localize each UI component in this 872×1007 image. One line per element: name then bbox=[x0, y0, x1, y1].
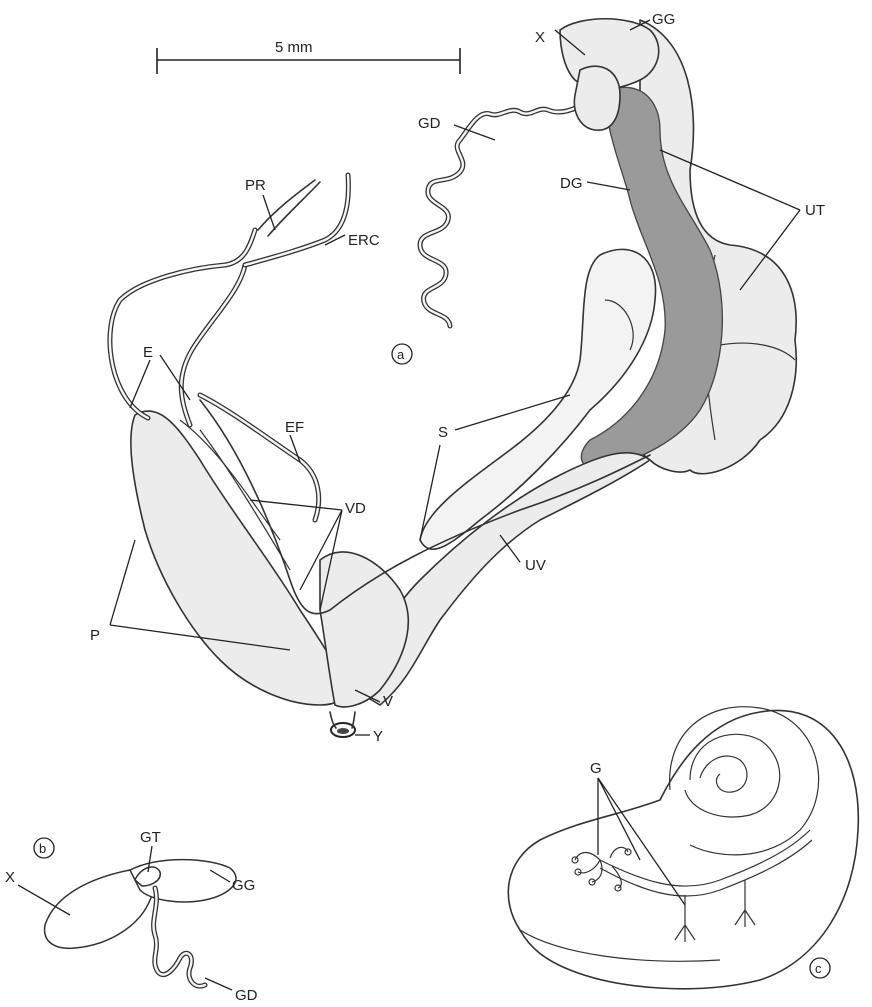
label-dg: DG bbox=[560, 175, 583, 192]
label-pr: PR bbox=[245, 177, 266, 194]
label-x: X bbox=[535, 29, 545, 46]
panel-b-label-gg: GG bbox=[232, 877, 255, 894]
label-ut: UT bbox=[805, 202, 825, 219]
panel-c: G c bbox=[508, 707, 858, 989]
panel-b-label-x: X bbox=[5, 869, 15, 886]
panel-a: GG X GD DG UT PR ERC E EF S VD UV P V Y … bbox=[90, 11, 825, 745]
panel-c-label-g: G bbox=[590, 760, 602, 777]
label-vd: VD bbox=[345, 500, 366, 517]
structure-x bbox=[574, 66, 620, 130]
hermaphroditic-duct bbox=[420, 100, 590, 326]
label-p: P bbox=[90, 627, 100, 644]
label-uv: UV bbox=[525, 557, 546, 574]
label-gg: GG bbox=[652, 11, 675, 28]
panel-b-label-gt: GT bbox=[140, 829, 161, 846]
panel-a-label: a bbox=[397, 347, 405, 362]
panel-c-label: c bbox=[815, 961, 822, 976]
label-ef: EF bbox=[285, 419, 304, 436]
panel-b-label-gd: GD bbox=[235, 987, 258, 1004]
panel-b: b GT X GG GD bbox=[5, 829, 258, 1004]
panel-b-label: b bbox=[39, 841, 46, 856]
scale-bar-label: 5 mm bbox=[275, 39, 313, 56]
penis-sac bbox=[131, 411, 345, 705]
label-s: S bbox=[438, 424, 448, 441]
panel-b-duct bbox=[154, 888, 205, 986]
label-v: V bbox=[383, 693, 393, 710]
label-e: E bbox=[143, 344, 153, 361]
label-y: Y bbox=[373, 728, 383, 745]
label-gd: GD bbox=[418, 115, 441, 132]
label-erc: ERC bbox=[348, 232, 380, 249]
scale-bar: 5 mm bbox=[157, 39, 460, 74]
